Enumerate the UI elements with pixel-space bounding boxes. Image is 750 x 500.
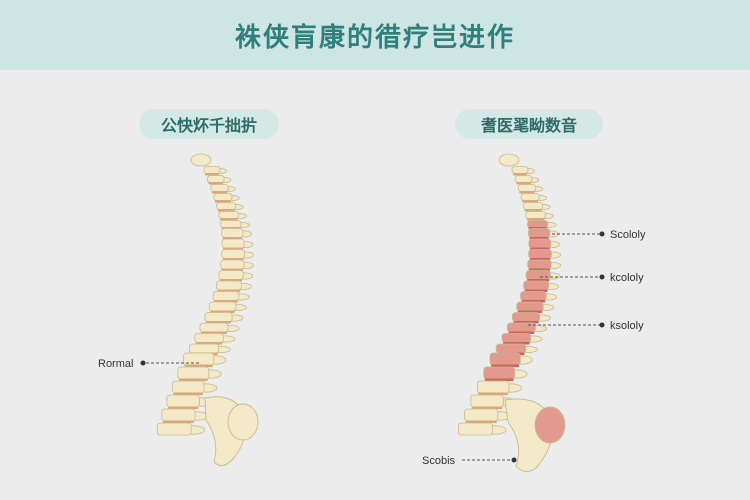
vertebra [213,193,233,201]
vertebra [218,211,239,219]
disc [519,191,535,194]
vertebra [507,322,536,333]
vertebra [525,211,546,219]
vertebra [527,259,552,270]
vertebra [203,166,221,174]
pointer-dot [599,322,605,328]
disc [513,173,527,176]
callout-3: ksololy [610,320,644,332]
vertebra [517,184,537,192]
disc [173,392,203,395]
vertebra [528,238,552,249]
disc [524,209,542,212]
vertebra [177,366,210,380]
callout-1: Scololy [610,229,646,241]
disc [162,420,195,423]
pointer-dot [140,360,146,366]
normal-spine [156,153,259,466]
pointer-dot [599,274,605,280]
vertebra [476,380,510,394]
page-title: 袾侠肓康的徣疗岂进作 [234,22,515,53]
vertebra [464,408,499,422]
vertebra [495,343,527,354]
vertebra [483,366,516,380]
vertebra [523,280,550,291]
vertebra [511,312,541,322]
vertebra [501,333,532,343]
vertebra [526,220,549,228]
vertebra [156,422,192,436]
vertebra [514,175,533,183]
disc [219,218,238,221]
disc [208,182,224,185]
vertebra [212,291,240,301]
callout-4: Scobis [422,455,456,467]
normal-spine-label: 公快炋千拙扸 [139,109,279,139]
vertebra [208,301,237,312]
vertebra [204,312,233,322]
vertebra [199,322,229,333]
vertebra [528,228,551,238]
pointer-dot [599,231,605,237]
vertebra [210,184,229,192]
disc [484,378,514,381]
disc [522,200,539,203]
title-banner: 袾侠肓康的徣疗岂进作 [0,0,750,70]
vertebra [221,238,245,249]
disc [465,420,497,423]
vertebra [516,301,544,312]
scoliosis-spine-label: 耆医毣眑数音 [455,109,603,139]
vertebra [458,422,493,436]
disc [211,191,228,194]
vertebra [220,259,245,270]
vertebra [221,228,244,238]
scoliosis-spine [458,153,566,472]
atlas [190,153,212,167]
vertebra [511,166,529,174]
normal-callout: Rormal [98,358,133,370]
vertebra [166,394,200,408]
vertebra [188,343,220,354]
pelvis [534,406,566,444]
vertebra [520,291,547,301]
vertebra [520,193,540,201]
disc [178,378,208,381]
disc [491,364,520,367]
vertebra [216,202,236,210]
vertebra [221,249,245,259]
disc [526,218,545,221]
disc [516,182,531,185]
vertebra [489,352,521,366]
vertebra [161,408,196,422]
pointer-dot [511,457,517,463]
disc [478,392,508,395]
vertebra [525,270,551,280]
vertebra [220,220,242,228]
vertebra [218,270,244,280]
vertebra [470,394,504,408]
normal-pointer: Rormal [98,358,200,370]
disc [167,406,199,409]
vertebra [215,280,242,291]
vertebra [194,333,224,343]
disc [471,406,503,409]
vertebra [171,380,205,394]
atlas [498,153,520,167]
pelvis [227,403,259,441]
callout-2: kcololy [610,272,644,284]
vertebra [528,249,552,259]
disc [217,209,235,212]
vertebra [523,202,544,210]
disc [214,200,232,203]
scoliosis-pointers: Scololy kcololy ksololy Scobis [422,229,646,467]
vertebra [207,175,225,183]
disc [205,173,219,176]
disc [184,364,213,367]
